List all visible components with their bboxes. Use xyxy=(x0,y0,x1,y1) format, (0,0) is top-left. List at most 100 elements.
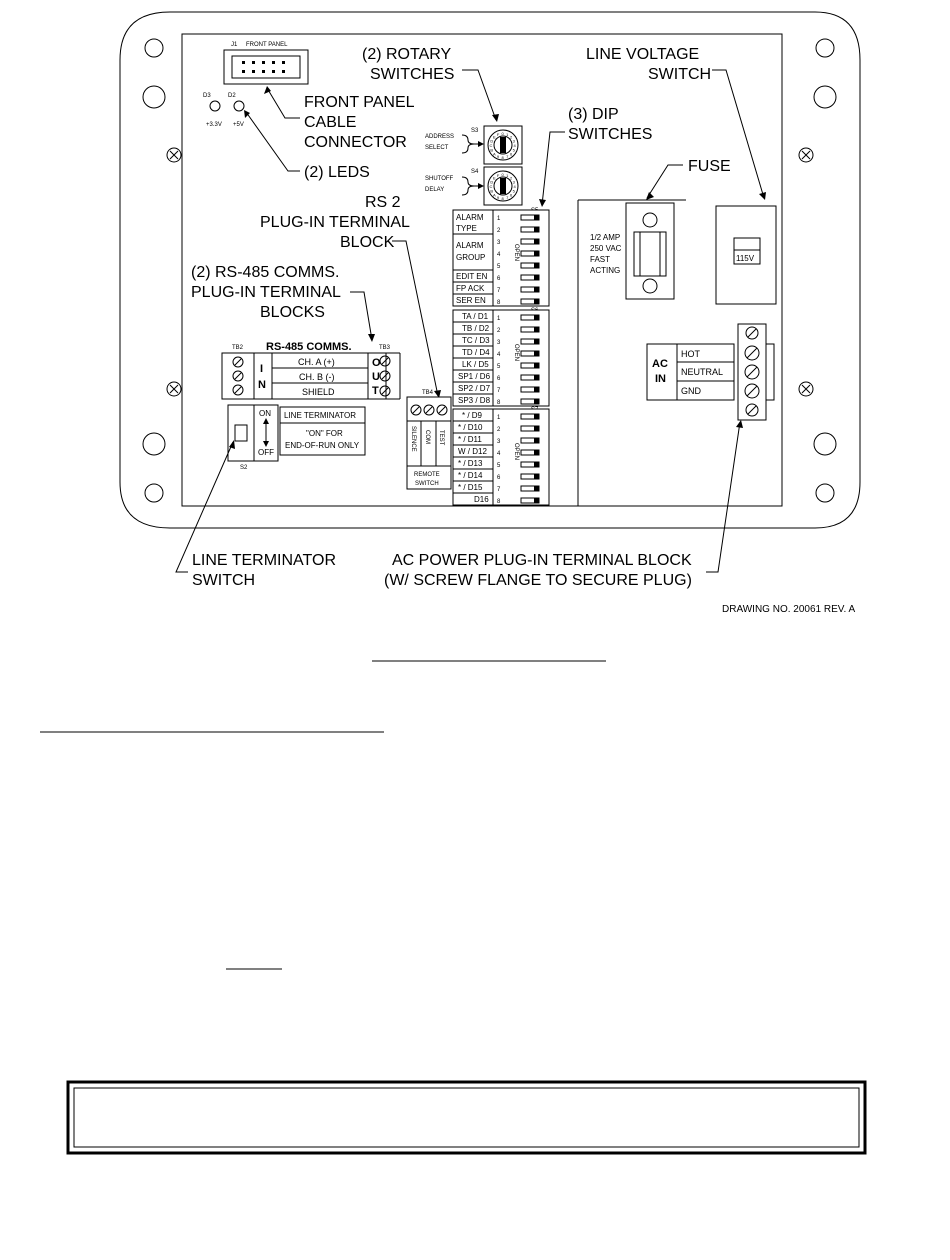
svg-text:6: 6 xyxy=(497,475,501,481)
rotary-digit: 2 xyxy=(510,176,513,181)
rs485-row-ch-a: CH. A (+) xyxy=(298,357,335,367)
rotary-digit: 7 xyxy=(506,154,509,159)
dip-switch-s5: S5 ALARM TYPE ALARM GROUP EDIT EN FP ACK… xyxy=(452,208,550,307)
line-terminator-note-1: "ON" FOR xyxy=(306,429,343,438)
rotary-digit: 7 xyxy=(506,195,509,200)
s7-label-4: W / D12 xyxy=(458,447,487,456)
svg-text:8: 8 xyxy=(497,499,501,505)
rs485-row-ch-b: CH. B (-) xyxy=(299,372,335,382)
fuse-holder: 1/2 AMP 250 VAC FAST ACTING xyxy=(590,202,675,300)
svg-text:7: 7 xyxy=(497,288,501,294)
tb4-col-silence: SILENCE xyxy=(410,426,416,452)
rotary-digit: 0 xyxy=(502,131,505,136)
callout-lt-line2: SWITCH xyxy=(192,572,255,589)
s2-off: OFF xyxy=(258,448,274,457)
tb4-footer-line1: REMOTE xyxy=(414,472,440,478)
s6-label-3: TC / D3 xyxy=(462,336,490,345)
s6-label-1: TA / D1 xyxy=(462,312,489,321)
line-terminator-s2: ON OFF S2 LINE TERMINATOR "ON" FOR END-O… xyxy=(227,404,366,471)
callout-leds-label: (2) LEDS xyxy=(304,164,370,181)
s5-label-alarm: ALARM xyxy=(456,213,484,222)
svg-text:4: 4 xyxy=(497,352,501,358)
svg-text:5: 5 xyxy=(497,463,501,469)
s7-label-5: * / D13 xyxy=(458,459,483,468)
warning-box-outer xyxy=(66,1080,867,1155)
voltage-value: 115V xyxy=(736,254,755,263)
ac-row-hot: HOT xyxy=(681,349,701,359)
s3-label-line1: ADDRESS xyxy=(425,134,454,140)
svg-text:2: 2 xyxy=(497,427,501,433)
board-screws xyxy=(166,147,814,397)
mounting-holes xyxy=(142,38,837,503)
led-d2-ref: D2 xyxy=(228,93,236,99)
callout-ac-power: AC POWER PLUG-IN TERMINAL BLOCK (W/ SCRE… xyxy=(384,420,743,589)
rotary-digit: F xyxy=(497,173,500,178)
fuse-rating-1: 1/2 AMP xyxy=(590,233,620,242)
tb4-footer-line2: SWITCH xyxy=(415,481,439,487)
led-d2-label: +5V xyxy=(233,122,244,128)
s7-toggles xyxy=(520,413,540,504)
j1-label: FRONT PANEL xyxy=(246,42,288,48)
s7-label-2: * / D10 xyxy=(458,423,483,432)
s6-numbers: 1 2 3 4 5 6 7 8 xyxy=(497,316,501,406)
led-d3-ref: D3 xyxy=(203,93,211,99)
callout-rs485-line1: (2) RS-485 COMMS. xyxy=(191,264,339,281)
board-outline xyxy=(181,33,783,507)
svg-text:2: 2 xyxy=(497,328,501,334)
rotary-digit: C xyxy=(490,184,493,189)
rs485-row-shield: SHIELD xyxy=(302,387,335,397)
fuse-rating-2: 250 VAC xyxy=(590,244,622,253)
tb4-col-test: TEST xyxy=(438,430,444,446)
svg-text:3: 3 xyxy=(497,340,501,346)
callout-dip-line1: (3) DIP xyxy=(568,106,619,123)
svg-text:6: 6 xyxy=(497,276,501,282)
j1-ref: J1 xyxy=(231,42,238,48)
tb4-remote-switch: TB4 SILENCE COM TEST REMOTE SWITCH xyxy=(406,390,452,490)
rotary-digit: D xyxy=(490,179,493,184)
s6-open: OPEN xyxy=(513,344,519,361)
rotary-digit: B xyxy=(490,148,493,153)
rotary-digit: E xyxy=(493,135,496,140)
rotary-digit: 3 xyxy=(513,179,516,184)
svg-text:5: 5 xyxy=(497,364,501,370)
svg-text:5: 5 xyxy=(497,264,501,270)
line-terminator-title: LINE TERMINATOR xyxy=(284,411,356,420)
rotary-digit: 1 xyxy=(506,132,509,137)
svg-text:8: 8 xyxy=(497,300,501,306)
s5-label-fp-ack: FP ACK xyxy=(456,284,485,293)
tb2-ref: TB2 xyxy=(232,345,244,351)
s5-label-alarm2: ALARM xyxy=(456,241,484,250)
line-voltage-switch: 115V xyxy=(715,205,777,305)
s6-toggles xyxy=(520,314,540,405)
s5-open: OPEN xyxy=(513,244,519,261)
callout-rs2-line2: PLUG-IN TERMINAL xyxy=(260,214,410,231)
callout-dip-line2: SWITCHES xyxy=(568,126,652,143)
callout-rs2-line1: RS 2 xyxy=(365,194,401,211)
svg-text:4: 4 xyxy=(497,252,501,258)
callout-fuse-label: FUSE xyxy=(688,158,731,175)
rs485-title: RS-485 COMMS. xyxy=(266,341,352,353)
s4-ref: S4 xyxy=(471,169,479,175)
ac-row-neutral: NEUTRAL xyxy=(681,367,723,377)
enclosure-outline xyxy=(119,11,861,529)
s3-ref: S3 xyxy=(471,128,479,134)
callout-fp-line3: CONNECTOR xyxy=(304,134,407,151)
rs485-out-u: U xyxy=(372,371,380,383)
svg-text:6: 6 xyxy=(497,376,501,382)
s4-label-line1: SHUTOFF xyxy=(425,176,454,182)
rotary-digit: 4 xyxy=(514,143,517,148)
s5-label-ser-en: SER EN xyxy=(456,296,486,305)
rotary-digit: E xyxy=(493,176,496,181)
tb4-col-com: COM xyxy=(424,430,430,444)
rotary-digit: F xyxy=(497,132,500,137)
callout-lt-line1: LINE TERMINATOR xyxy=(192,552,336,569)
s5-label-type: TYPE xyxy=(456,224,477,233)
svg-text:3: 3 xyxy=(497,240,501,246)
line-terminator-note-2: END-OF-RUN ONLY xyxy=(285,441,360,450)
tb3-ref: TB3 xyxy=(379,345,391,351)
svg-text:7: 7 xyxy=(497,388,501,394)
callout-ac-line2: (W/ SCREW FLANGE TO SECURE PLUG) xyxy=(384,572,692,589)
s6-label-6: SP1 / D6 xyxy=(458,372,491,381)
callout-lv-line2: SWITCH xyxy=(648,66,711,83)
